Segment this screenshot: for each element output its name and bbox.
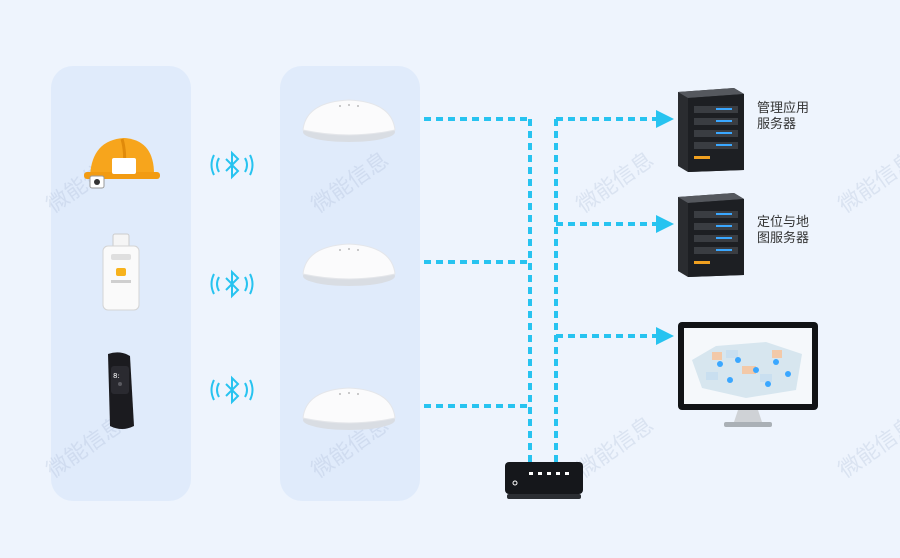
arrow-monitor xyxy=(656,327,674,345)
badge-tag-icon xyxy=(102,233,140,311)
safety-helmet-icon xyxy=(84,138,160,189)
wristband-icon: 8: xyxy=(108,352,134,429)
bluetooth-icon xyxy=(210,150,254,180)
arrow-server2 xyxy=(656,215,674,233)
server-2-label-line2: 图服务器 xyxy=(757,231,810,246)
bluetooth-icon xyxy=(210,375,254,405)
server-icon xyxy=(678,193,744,277)
access-point-icon xyxy=(302,243,396,286)
bluetooth-icon xyxy=(210,269,254,299)
server-icon xyxy=(678,88,744,172)
access-point-icon xyxy=(302,387,396,430)
network-switch-icon xyxy=(505,462,583,499)
arrow-server1 xyxy=(656,110,674,128)
server-1-label-line2: 服务器 xyxy=(757,117,797,132)
access-point-icon xyxy=(302,99,396,142)
server-2-label-line1: 定位与地 xyxy=(757,215,810,230)
server-1-label-line1: 管理应用 xyxy=(757,101,810,116)
svg-text:8:: 8: xyxy=(113,372,120,380)
monitor-map-icon xyxy=(678,322,818,427)
